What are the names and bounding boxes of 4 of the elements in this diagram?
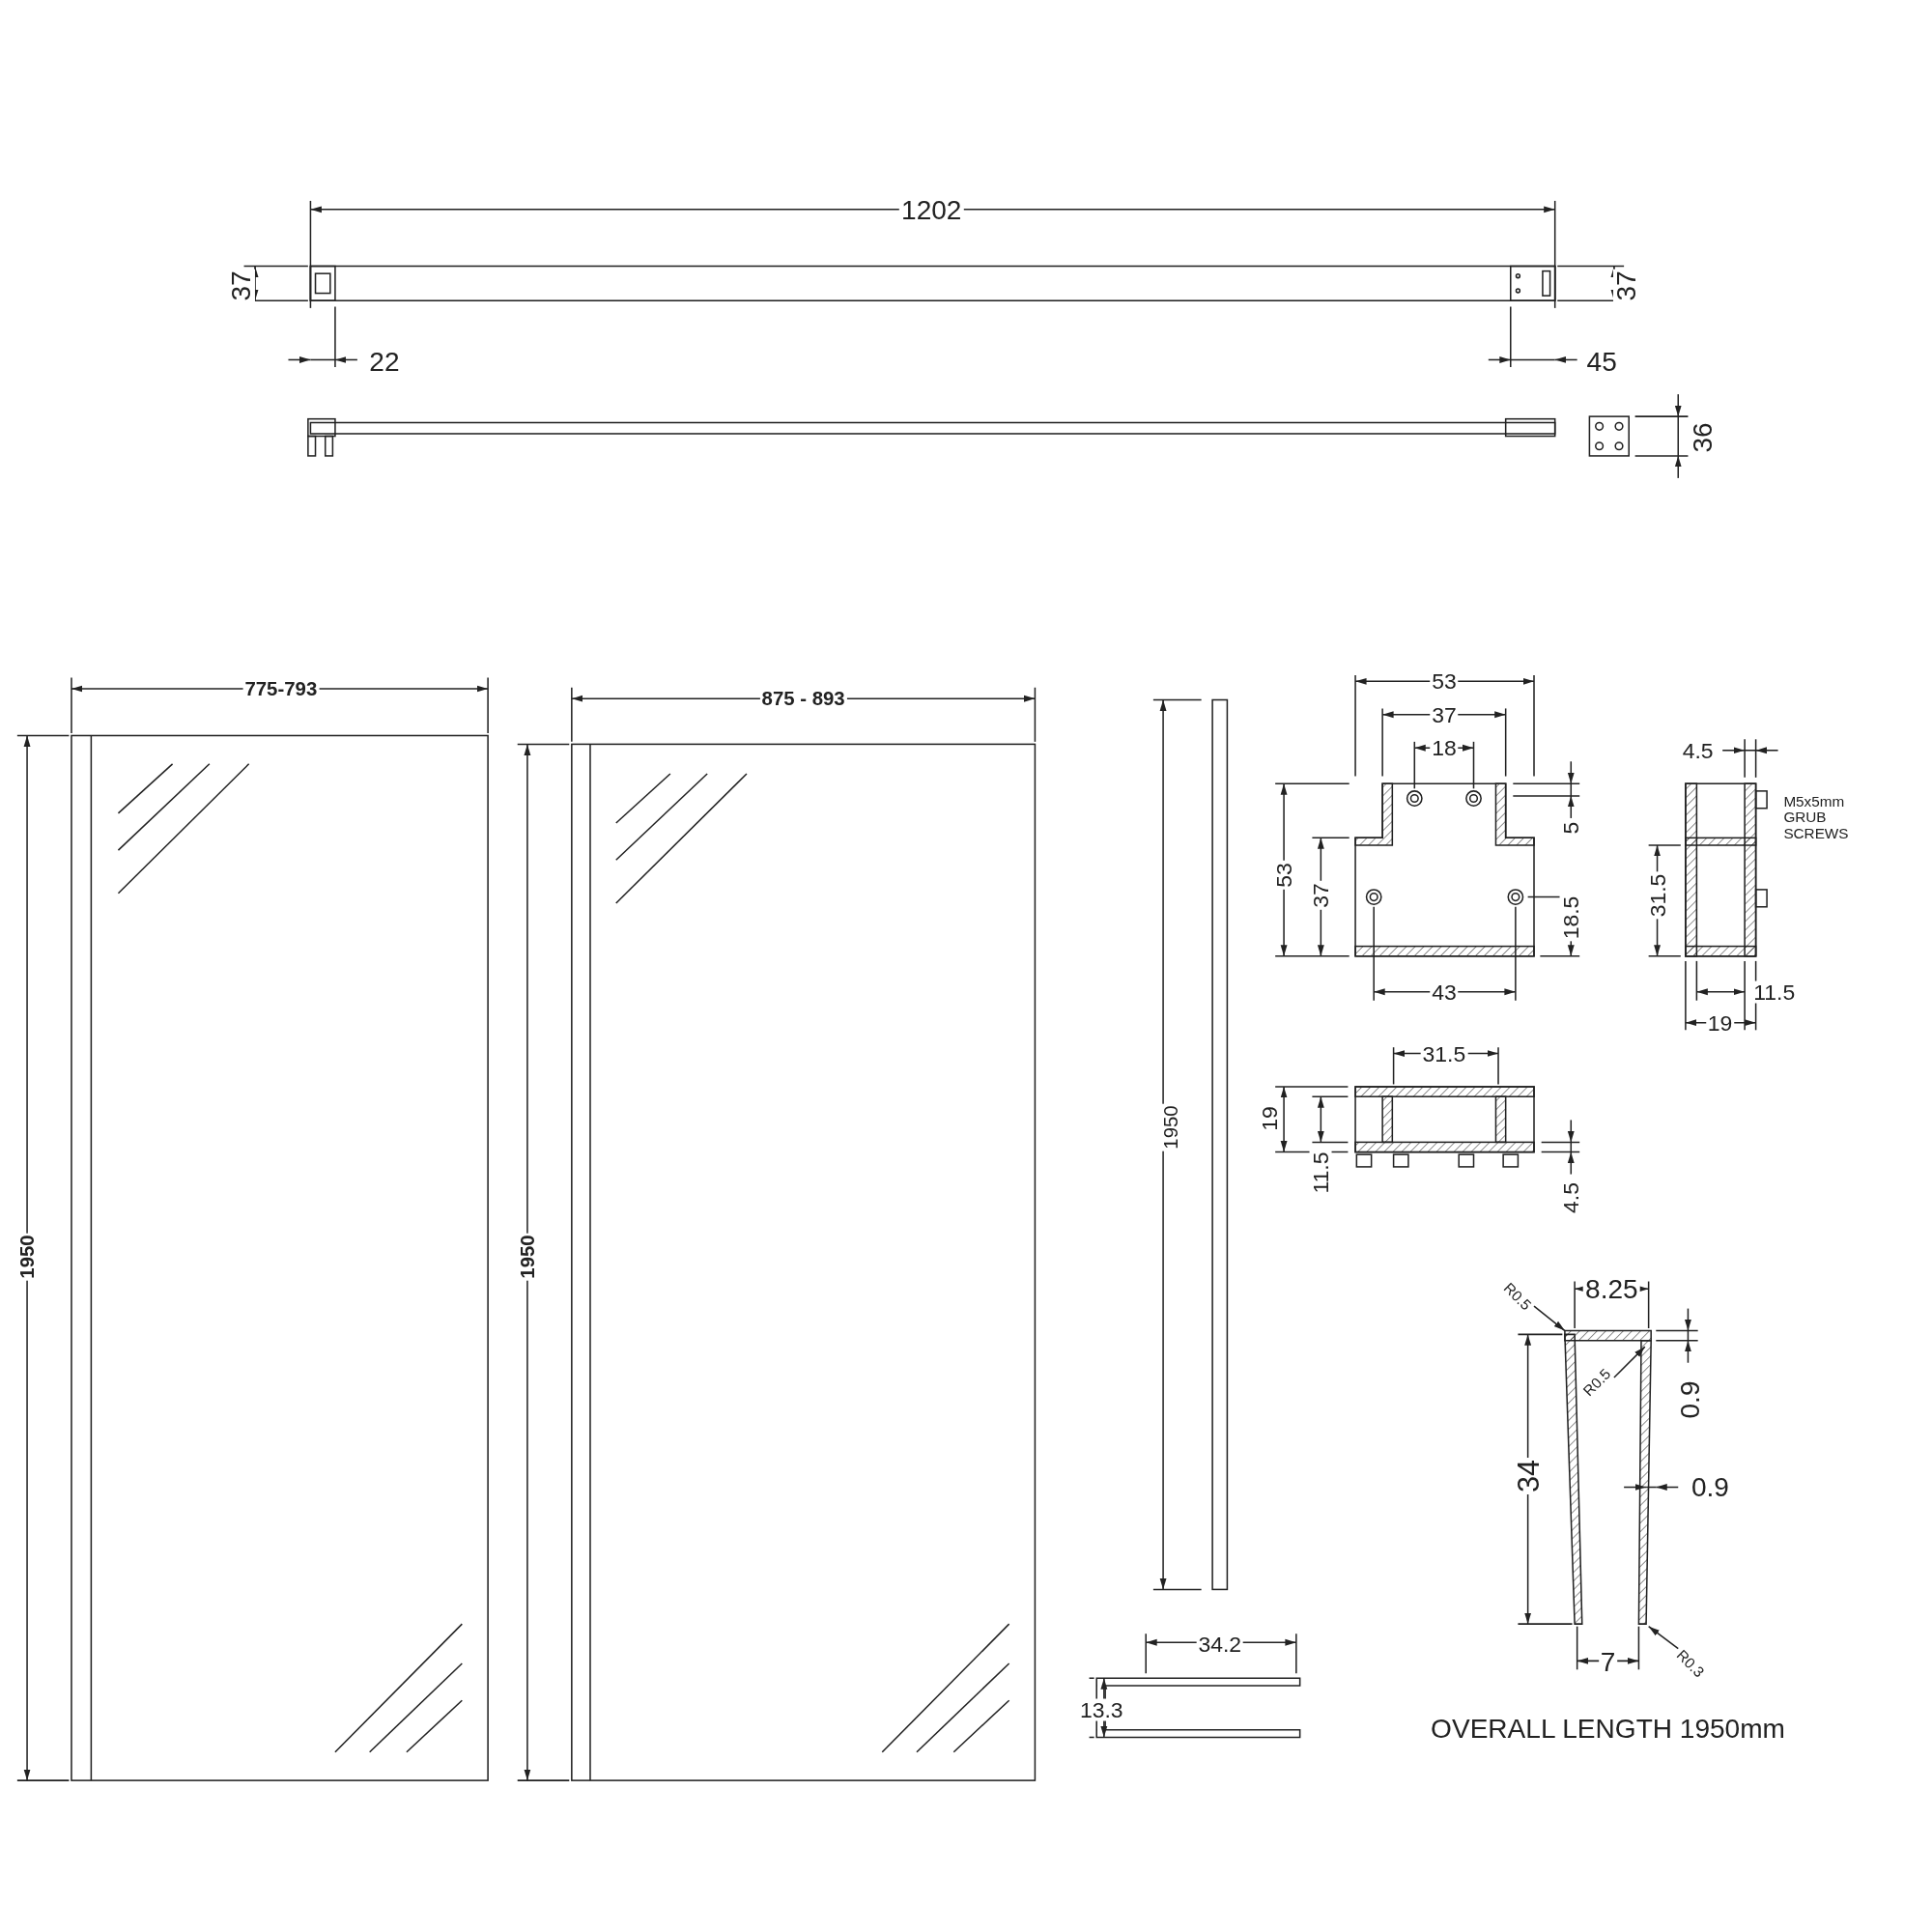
note-text: M5x5mm GRUB SCREWS bbox=[1782, 793, 1850, 843]
dimension-label: 1950 bbox=[1160, 1103, 1180, 1151]
dimension-label: 11.5 bbox=[1751, 980, 1798, 1004]
dimension-label: 18.5 bbox=[1559, 894, 1582, 942]
